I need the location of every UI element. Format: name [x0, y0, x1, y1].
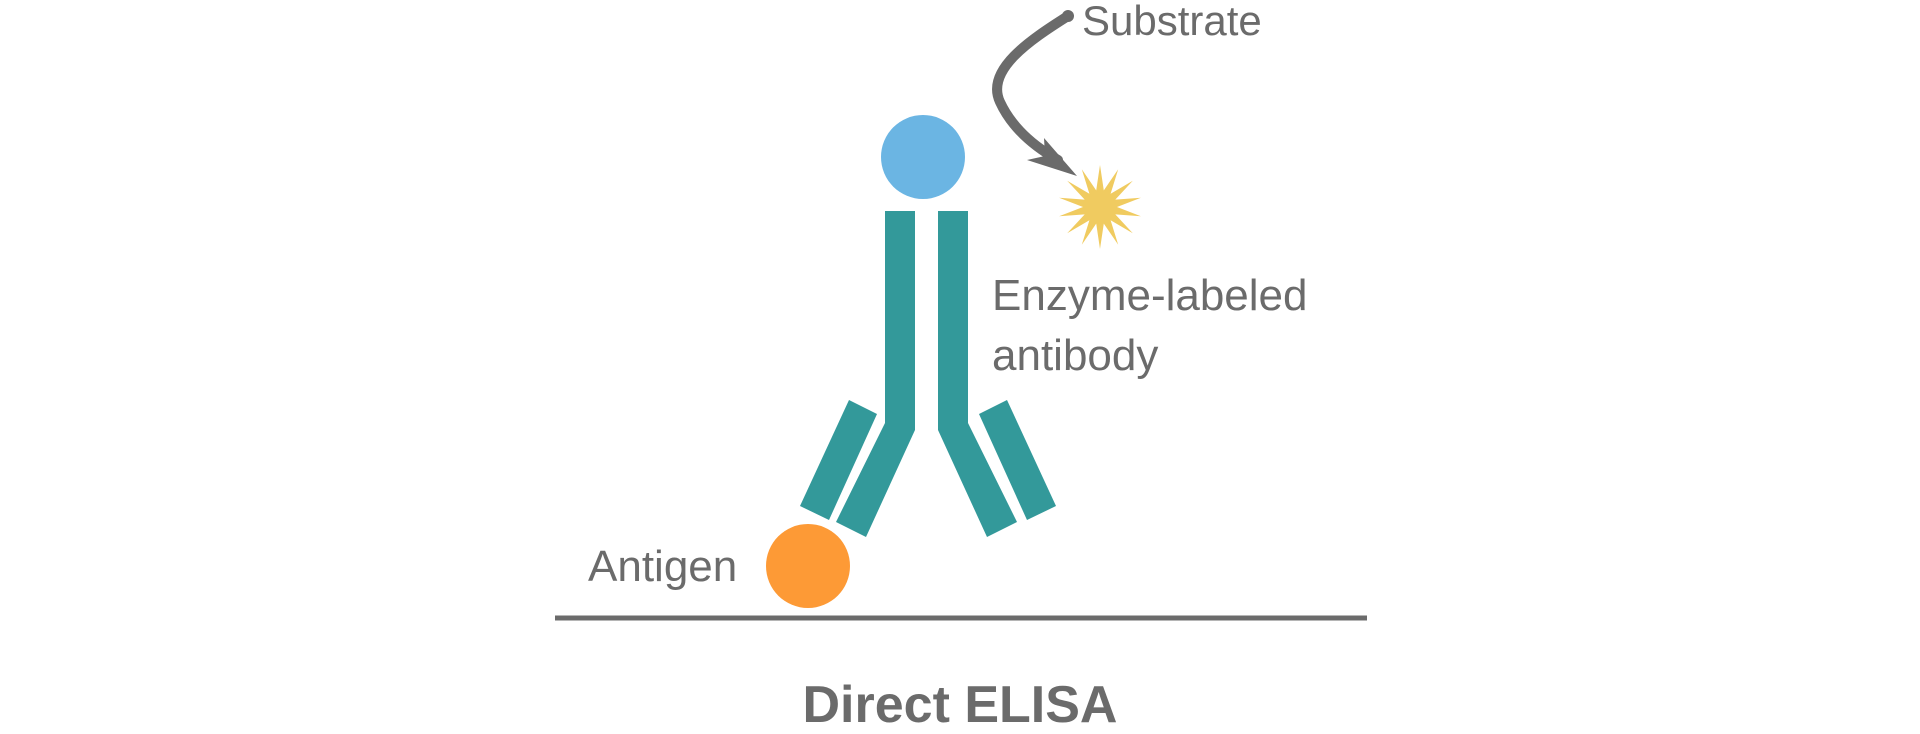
enzyme-labeled-antibody-label-line1: Enzyme-labeled	[992, 271, 1308, 320]
substrate-arrowhead	[1027, 138, 1077, 176]
antibody	[800, 211, 1056, 537]
enzyme-circle	[881, 115, 965, 199]
substrate-label: Substrate	[1082, 0, 1262, 44]
antibody-heavy-chain-left	[836, 211, 915, 537]
antigen-circle	[766, 524, 850, 608]
antibody-light-chain-right	[979, 400, 1056, 520]
diagram-title: Direct ELISA	[802, 676, 1118, 734]
antibody-light-chain-left	[800, 400, 877, 520]
antigen-label: Antigen	[588, 542, 738, 591]
substrate-arrow	[992, 11, 1073, 165]
antibody-heavy-chain-right	[938, 211, 1017, 537]
enzyme-labeled-antibody-label-line2: antibody	[992, 331, 1159, 380]
substrate-arrow-tail	[1062, 10, 1074, 22]
colored-product-burst	[1059, 165, 1141, 249]
